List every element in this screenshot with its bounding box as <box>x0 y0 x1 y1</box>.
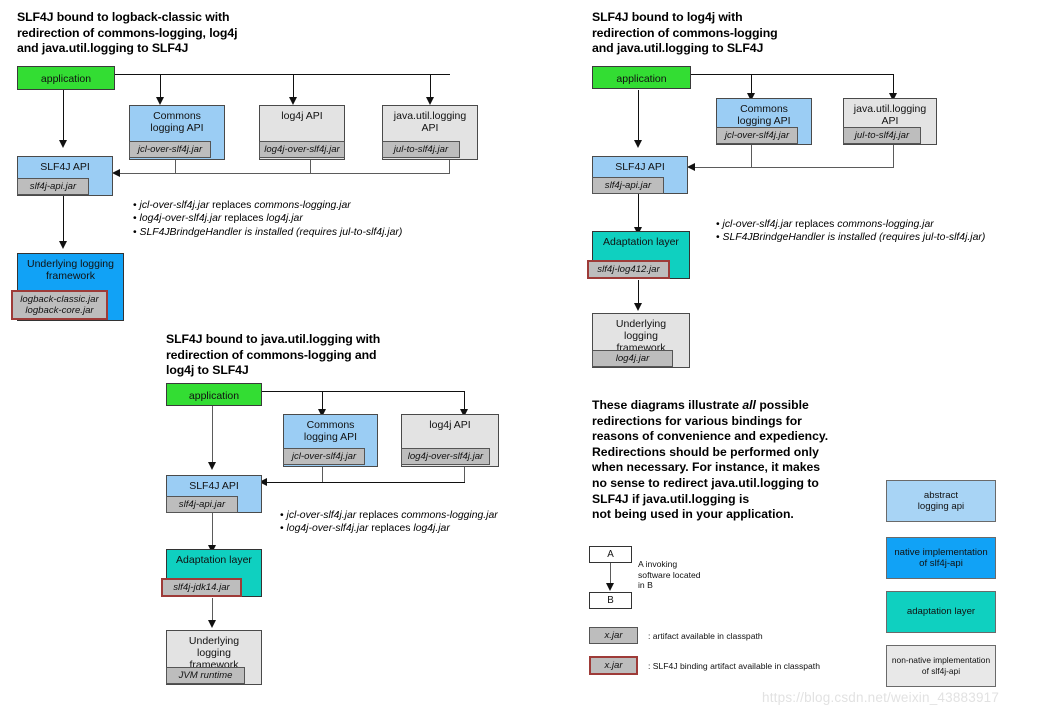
note-line: jcl-over-slf4j.jar replaces commons-logg… <box>280 509 498 522</box>
connector-bridge-bus <box>118 173 450 174</box>
connector-app-bus <box>115 74 450 75</box>
note-line: log4j-over-slf4j.jar replaces log4j.jar <box>133 212 402 225</box>
jar-chip-log4j-over-slf4j-3[interactable]: log4j-over-slf4j.jar <box>401 448 490 465</box>
legend-box-b: B <box>589 592 632 609</box>
node-underlying-logging-framework[interactable]: Underlying logging framework <box>17 253 124 321</box>
arrowhead-into-slf4j-api <box>112 169 120 177</box>
jar-chip-log4j[interactable]: log4j.jar <box>592 350 673 367</box>
node-application-2[interactable]: application <box>592 66 691 89</box>
legend-arrowhead <box>605 583 614 591</box>
connector-slf4j-underlying <box>63 196 64 243</box>
connector-commons-down-2 <box>751 143 752 167</box>
node-slf4j-api-2[interactable]: SLF4J API <box>592 156 688 194</box>
legend-arrow-caption: A invoking software located in B <box>638 559 701 590</box>
jar-chip-jul-to-slf4j-2[interactable]: jul-to-slf4j.jar <box>843 127 921 144</box>
arrowhead-jul-2 <box>888 93 897 101</box>
connector-log4j-down <box>310 150 311 173</box>
legend-box-a: A <box>589 546 632 563</box>
connector-commons-down <box>175 150 176 173</box>
arrowhead-log4j <box>288 97 297 105</box>
connector-app-log4j <box>293 74 294 99</box>
connector-app-bus-3 <box>262 391 465 392</box>
paragraph-emphasis: all <box>742 398 756 412</box>
jar-chip-logback[interactable]: logback-classic.jar logback-core.jar <box>11 290 108 320</box>
legend-swatch-native-implementation: native implementation of slf4j-api <box>886 537 996 579</box>
arrowhead-slf4j-api-2 <box>633 140 642 148</box>
connector-app-bus-2 <box>691 74 894 75</box>
node-application-3[interactable]: application <box>166 383 262 406</box>
connector-jul-down-2 <box>893 143 894 167</box>
arrowhead-log4j-3 <box>459 409 468 417</box>
connector-bridge-bus-3 <box>265 482 465 483</box>
connector-jul-down <box>449 150 450 173</box>
notes-logback: jcl-over-slf4j.jar replaces commons-logg… <box>133 199 403 239</box>
connector-app-jul <box>430 74 431 99</box>
jar-chip-slf4j-api[interactable]: slf4j-api.jar <box>17 178 89 195</box>
connector-app-slf4j-2 <box>638 90 639 142</box>
note-line: log4j-over-slf4j.jar replaces log4j.jar <box>280 522 498 535</box>
connector-app-slf4j <box>63 90 64 142</box>
jar-chip-slf4j-api-2[interactable]: slf4j-api.jar <box>592 177 664 194</box>
legend-jar-plain-chip: x.jar <box>589 627 638 644</box>
jar-chip-log4j-over-slf4j[interactable]: log4j-over-slf4j.jar <box>259 141 345 158</box>
arrowhead-slf4j-api <box>58 140 67 148</box>
legend-jar-plain-caption: : artifact available in classpath <box>648 631 763 641</box>
connector-bridge-bus-2 <box>693 167 894 168</box>
connector-app-log4j-3 <box>464 391 465 411</box>
connector-commons-down-3 <box>322 459 323 482</box>
notes-jul: jcl-over-slf4j.jar replaces commons-logg… <box>280 509 498 536</box>
explanatory-paragraph: These diagrams illustrate all possible r… <box>592 398 882 523</box>
connector-log4j-down-3 <box>464 459 465 482</box>
connector-app-slf4j-3 <box>212 406 213 464</box>
note-line: jcl-over-slf4j.jar replaces commons-logg… <box>133 199 402 212</box>
arrowhead-slf4j-api-3 <box>207 462 216 470</box>
arrowhead-commons-3 <box>317 409 326 417</box>
connector-slf4j-adaptation-2 <box>638 190 639 229</box>
legend-swatch-abstract-logging-api: abstract logging api <box>886 480 996 522</box>
arrowhead-into-slf4j-api-2 <box>687 163 695 171</box>
notes-log4j: jcl-over-slf4j.jar replaces commons-logg… <box>716 218 986 245</box>
arrowhead-underlying <box>58 241 67 249</box>
legend-jar-binding-chip: x.jar <box>589 656 638 675</box>
arrowhead-into-slf4j-api-3 <box>259 478 267 486</box>
diagram-title-log4j: SLF4J bound to log4j with redirection of… <box>592 10 778 55</box>
legend-jar-binding-caption: : SLF4J binding artifact available in cl… <box>648 661 820 671</box>
connector-slf4j-adaptation-3 <box>212 510 213 547</box>
paragraph-part-1: These diagrams illustrate <box>592 398 743 412</box>
note-line: SLF4JBrindgeHandler is installed (requir… <box>716 231 986 244</box>
diagram-title-logback: SLF4J bound to logback-classic with redi… <box>17 10 238 55</box>
arrowhead-underlying-3 <box>207 620 216 628</box>
arrowhead-underlying-2 <box>633 303 642 311</box>
connector-app-commons-3 <box>322 391 323 411</box>
jar-chip-jcl-over-slf4j[interactable]: jcl-over-slf4j.jar <box>129 141 211 158</box>
paragraph-part-2: possible redirections for various bindin… <box>592 398 829 522</box>
jar-chip-jcl-over-slf4j-2[interactable]: jcl-over-slf4j.jar <box>716 127 798 144</box>
jar-chip-slf4j-jdk14[interactable]: slf4j-jdk14.jar <box>161 578 242 597</box>
arrowhead-jul <box>425 97 434 105</box>
legend-swatch-non-native-implementation: non-native implementation of slf4j-api <box>886 645 996 687</box>
connector-adaptation-underlying-2 <box>638 280 639 305</box>
jar-chip-jvm-runtime[interactable]: JVM runtime <box>166 667 245 684</box>
watermark: https://blog.csdn.net/weixin_43883917 <box>762 690 1000 705</box>
connector-adaptation-underlying-3 <box>212 598 213 622</box>
connector-app-commons <box>160 74 161 99</box>
node-application[interactable]: application <box>17 66 115 90</box>
arrowhead-commons <box>155 97 164 105</box>
jar-chip-slf4j-api-3[interactable]: slf4j-api.jar <box>166 496 238 513</box>
arrowhead-commons-2 <box>746 93 755 101</box>
jar-chip-slf4j-log412[interactable]: slf4j-log412.jar <box>587 260 670 279</box>
note-line: jcl-over-slf4j.jar replaces commons-logg… <box>716 218 985 231</box>
jar-chip-jcl-over-slf4j-3[interactable]: jcl-over-slf4j.jar <box>283 448 365 465</box>
connector-app-commons-2 <box>751 74 752 95</box>
legend-arrow-line <box>610 563 611 585</box>
diagram-title-jul: SLF4J bound to java.util.logging with re… <box>166 332 381 377</box>
note-line: SLF4JBrindgeHandler is installed (requir… <box>133 226 403 239</box>
legend-swatch-adaptation-layer: adaptation layer <box>886 591 996 633</box>
connector-app-jul-2 <box>893 74 894 95</box>
jar-chip-jul-to-slf4j[interactable]: jul-to-slf4j.jar <box>382 141 460 158</box>
